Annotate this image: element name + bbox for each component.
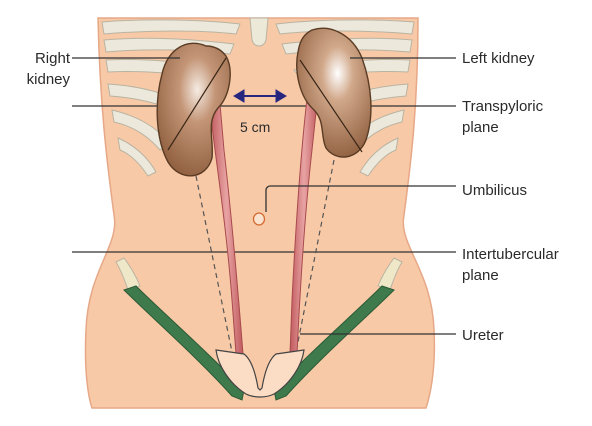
- distance-label: 5 cm: [240, 119, 271, 135]
- umbilicus: [252, 212, 266, 226]
- intertubercular-plane-label: Intertubercular plane: [462, 244, 559, 286]
- transpyloric-plane-label: Transpyloric plane: [462, 96, 543, 138]
- dashed-guide-left: [295, 159, 335, 353]
- umbilicus-leader-line: [265, 185, 456, 212]
- distance-arrow-icon: [233, 89, 287, 103]
- right-kidney-border-line: [167, 57, 227, 151]
- right-kidney-label: Right kidney: [10, 48, 70, 90]
- umbilicus-label: Umbilicus: [462, 182, 528, 199]
- right-kidney-label-line1: Right: [34, 50, 70, 67]
- iliac-spine-right: [115, 257, 141, 291]
- ureter-label: Ureter: [462, 327, 504, 344]
- pubic-region: [215, 349, 305, 398]
- transpyloric-label-line2: plane: [462, 119, 499, 136]
- dashed-guide-right: [195, 175, 233, 353]
- right-kidney-label-line2: kidney: [26, 71, 70, 88]
- intertubercular-label-line1: Intertubercular: [462, 246, 559, 263]
- transpyloric-label-line1: Transpyloric: [462, 98, 544, 115]
- left-kidney-border-line: [299, 59, 363, 153]
- intertubercular-label-line2: plane: [462, 267, 499, 284]
- iliac-spine-left: [377, 257, 403, 291]
- inguinal-band-left: [273, 285, 395, 401]
- left-kidney-label: Left kidney: [462, 50, 535, 67]
- xiphoid-process: [249, 17, 269, 47]
- inguinal-band-right: [123, 285, 245, 401]
